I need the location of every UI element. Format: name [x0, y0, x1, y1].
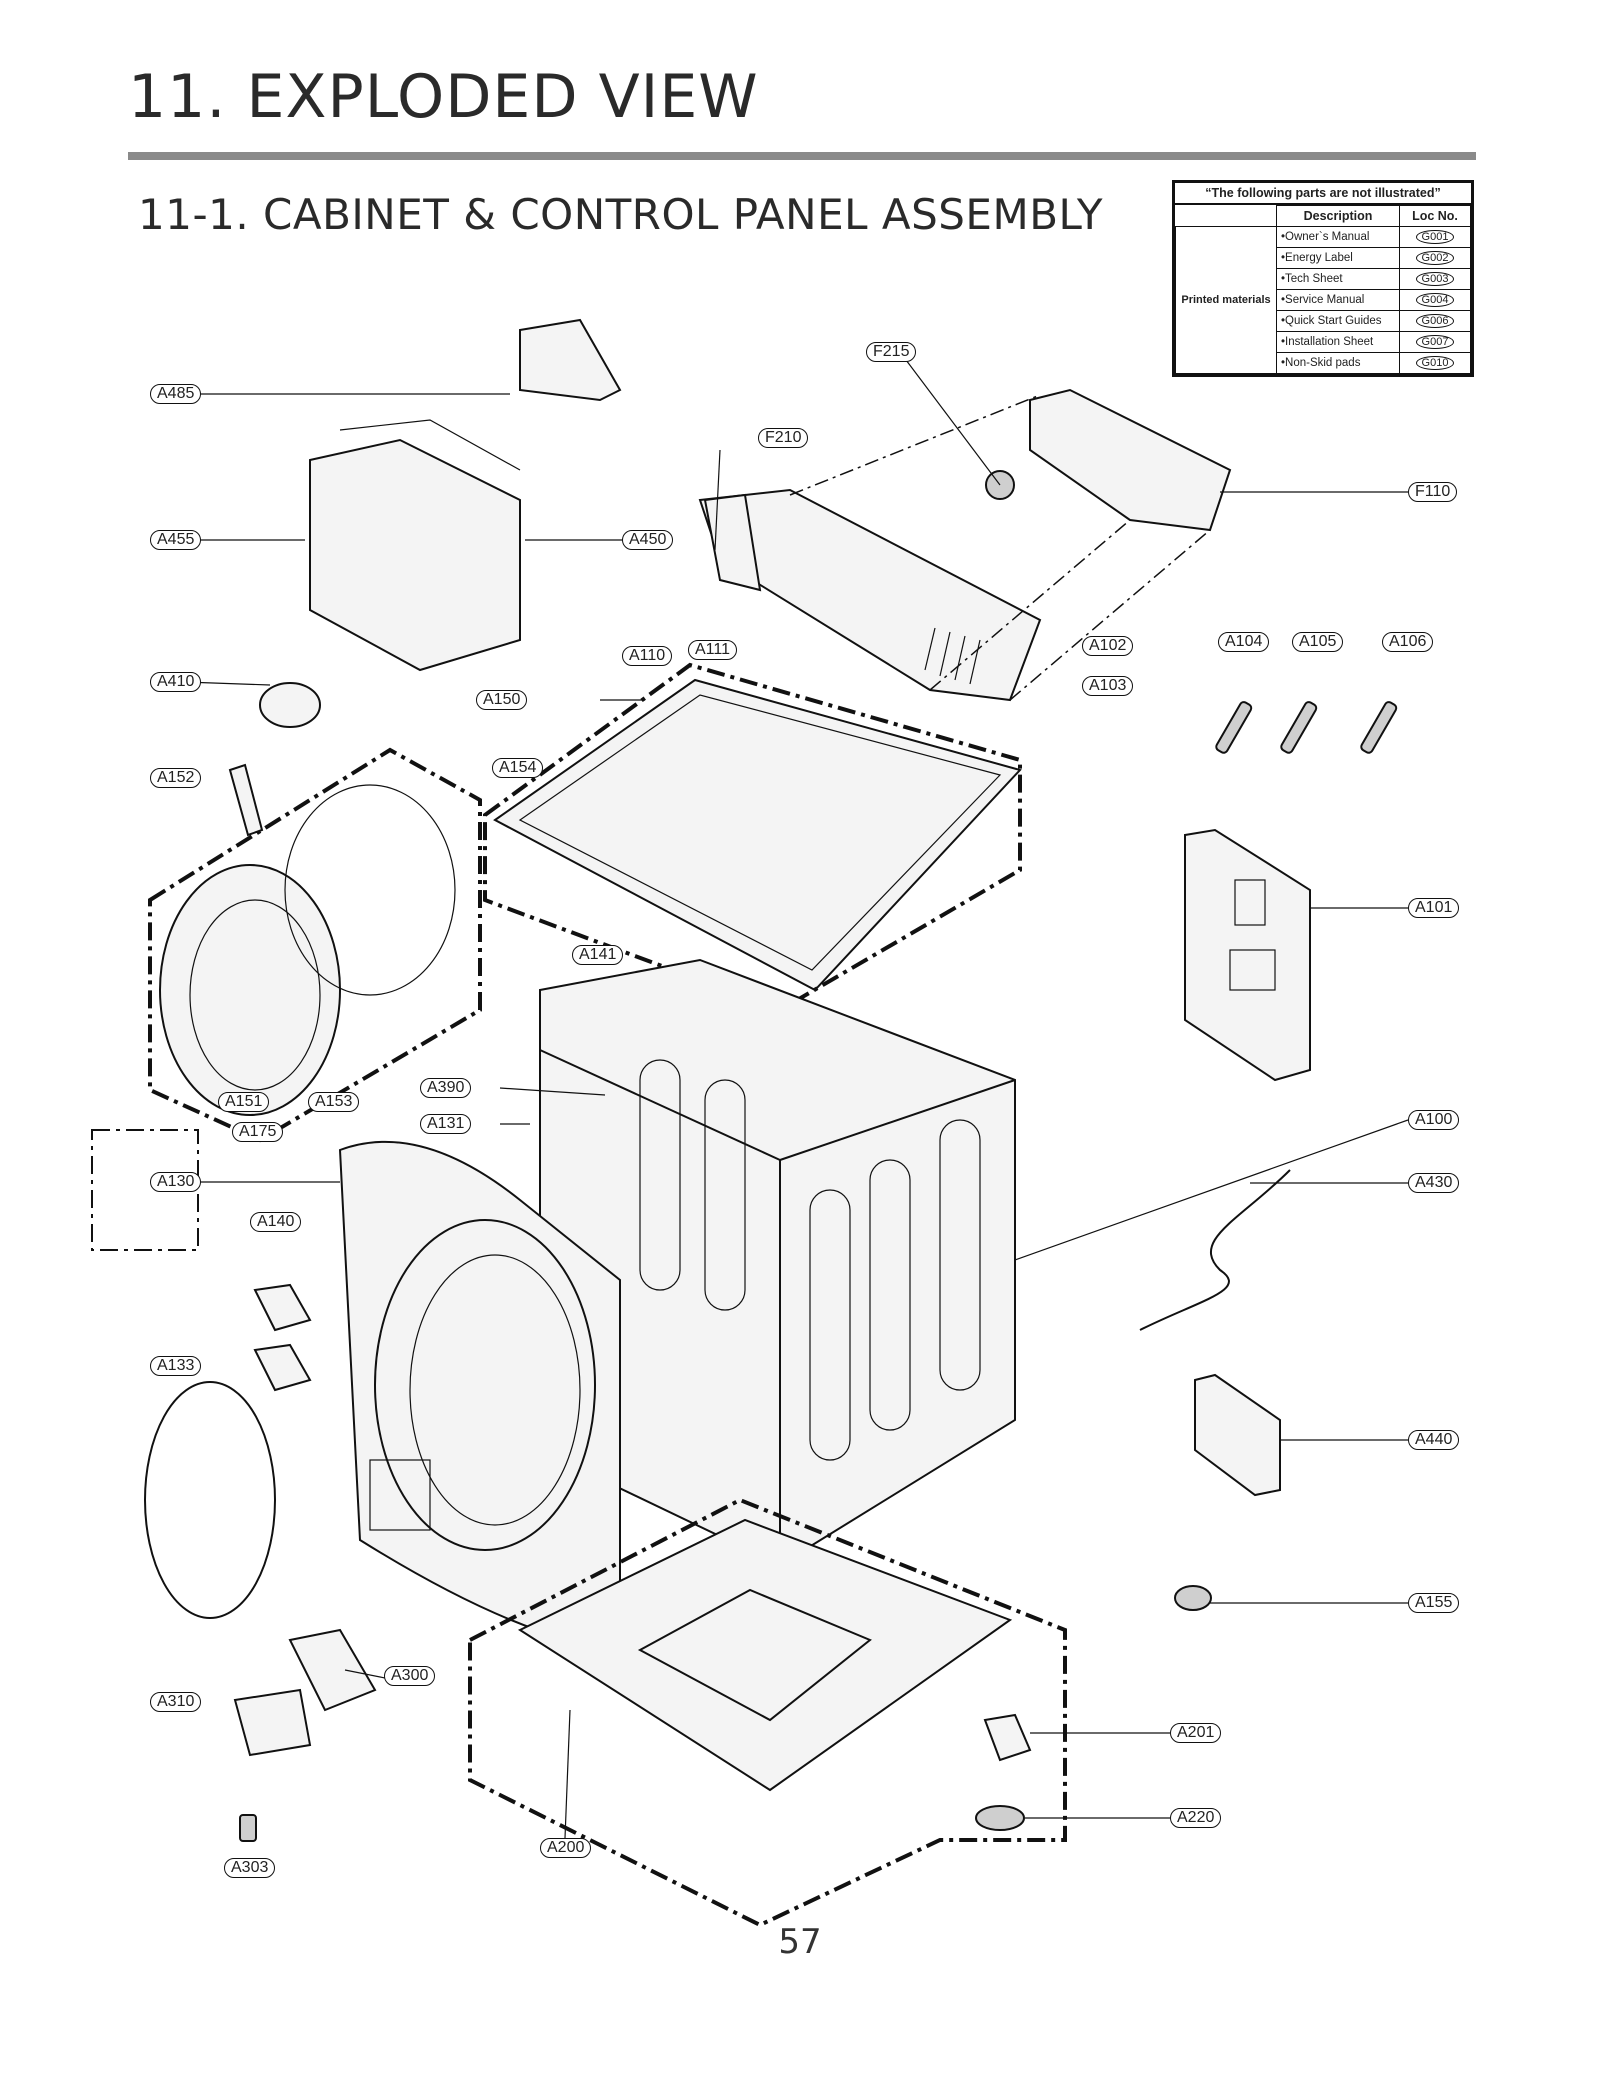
loc-code: G010: [1415, 355, 1455, 370]
callout-label: F215: [866, 342, 917, 362]
callout-label: A303: [224, 1858, 276, 1878]
callout-label: A103: [1082, 676, 1134, 696]
callout-label: A111: [688, 640, 737, 660]
table-row-description: •Owner`s Manual: [1276, 225, 1400, 248]
table-header: “The following parts are not illustrated…: [1175, 183, 1471, 205]
tub-front-assembly: [148, 747, 482, 1143]
callout-label: A155: [1408, 1593, 1460, 1613]
callout-label: A220: [1170, 1808, 1222, 1828]
loc-code: G004: [1415, 292, 1455, 307]
bottom-left-accessories: [91, 1129, 1032, 1842]
callout-label: F210: [758, 428, 809, 448]
callout-label: A131: [420, 1114, 472, 1134]
callout-label: A104: [1218, 632, 1270, 652]
front-door: [338, 1140, 621, 1652]
main-pcb-assembly: [1029, 388, 1232, 532]
loc-code: G006: [1415, 313, 1455, 328]
callout-label: A150: [476, 690, 528, 710]
callout-label: A200: [540, 1838, 592, 1858]
callout-label: A105: [1292, 632, 1344, 652]
callout-label: A151: [218, 1092, 270, 1112]
control-panel-group: [698, 388, 1232, 702]
right-side-parts: [1139, 701, 1398, 1611]
control-panel-fascia: [698, 488, 1042, 702]
callout-label: A153: [308, 1092, 360, 1112]
table-row-description: •Installation Sheet: [1276, 330, 1400, 353]
callout-label: A140: [250, 1212, 302, 1232]
callout-label: A440: [1408, 1430, 1460, 1450]
callout-label: A100: [1408, 1110, 1460, 1130]
callout-label: F110: [1408, 482, 1458, 502]
loc-code: G003: [1415, 271, 1455, 286]
callout-label: A300: [384, 1666, 436, 1686]
callout-label: A101: [1408, 898, 1460, 918]
section-subtitle: 11-1. CABINET & CONTROL PANEL ASSEMBLY: [138, 190, 1103, 239]
callout-label: A175: [232, 1122, 284, 1142]
callout-label: A133: [150, 1356, 202, 1376]
callout-label: A310: [150, 1692, 202, 1712]
callout-label: A130: [150, 1172, 202, 1192]
callout-label: A110: [622, 646, 673, 666]
callout-label: A410: [150, 672, 202, 692]
not-illustrated-parts-table: “The following parts are not illustrated…: [1172, 180, 1474, 377]
loc-code: G002: [1415, 250, 1455, 265]
callout-label: A102: [1082, 636, 1134, 656]
top-plate: [483, 662, 1022, 1013]
callout-label: A455: [150, 530, 202, 550]
electronic-components: [228, 318, 622, 837]
page-title: 11. EXPLODED VIEW: [128, 62, 759, 132]
table-row-description: •Quick Start Guides: [1276, 309, 1400, 332]
leader-lines: [184, 351, 1409, 1839]
callout-label: A152: [150, 768, 202, 788]
loc-code: G007: [1415, 334, 1455, 349]
detergent-drawer-handle: [703, 493, 762, 592]
callout-label: A430: [1408, 1173, 1460, 1193]
table-row-description: •Non-Skid pads: [1276, 351, 1400, 374]
callout-label: A390: [420, 1078, 472, 1098]
callout-label: A154: [492, 758, 544, 778]
loc-code: G001: [1415, 229, 1455, 244]
callout-label: A450: [622, 530, 674, 550]
callout-label: A485: [150, 384, 202, 404]
base-frame: [468, 1497, 1067, 1928]
title-rule: [128, 152, 1476, 160]
callout-label: A106: [1382, 632, 1434, 652]
callout-label: A201: [1170, 1723, 1222, 1743]
page-number: 57: [778, 1922, 822, 1962]
callout-label: A141: [572, 945, 624, 965]
